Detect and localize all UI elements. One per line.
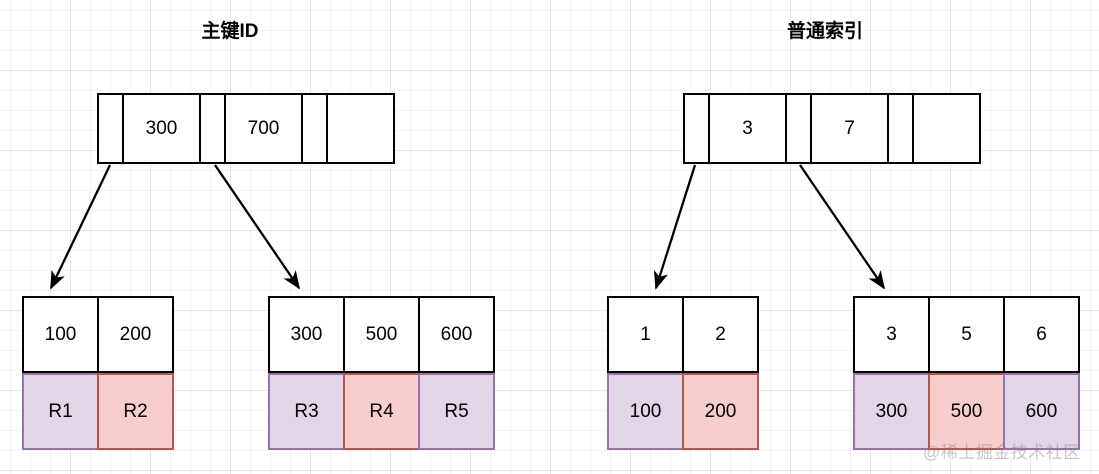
- connector-primary-right: [214, 164, 301, 290]
- leaf-key-cell: 6: [1003, 296, 1080, 373]
- leaf-key-row: 100 200: [22, 296, 174, 373]
- root-pointer-cell-0: [97, 93, 124, 164]
- leaf-record-cell: R2: [97, 373, 174, 450]
- primary-key-tree-title: 主键ID: [201, 21, 259, 42]
- leaf-key-cell: 3: [853, 296, 930, 373]
- leaf-key-row: 3 5 6: [853, 296, 1080, 373]
- leaf-record-row: R1 R2: [22, 373, 174, 450]
- connector-secondary-right: [799, 164, 886, 290]
- leaf-key-row: 300 500 600: [268, 296, 495, 373]
- leaf-key-cell: 2: [682, 296, 759, 373]
- connector-primary-left: [49, 164, 112, 290]
- root-pointer-cell-2: [301, 93, 328, 164]
- leaf-record-row: 100 200: [607, 373, 759, 450]
- leaf-record-cell: R3: [268, 373, 345, 450]
- leaf-record-row: 300 500 600: [853, 373, 1080, 450]
- leaf-key-row: 1 2: [607, 296, 759, 373]
- leaf-record-row: R3 R4 R5: [268, 373, 495, 450]
- root-cell-row: 3 7: [683, 93, 981, 164]
- root-key-cell-3: 3: [708, 93, 787, 164]
- primary-key-root-node: 300 700: [97, 93, 395, 164]
- root-pointer-cell-0: [683, 93, 710, 164]
- root-key-cell-700: 700: [224, 93, 303, 164]
- leaf-record-cell: 600: [1003, 373, 1080, 450]
- leaf-key-cell: 5: [928, 296, 1005, 373]
- secondary-index-leaf-left: 1 2 100 200: [607, 296, 759, 450]
- connector-secondary-left: [653, 164, 697, 290]
- leaf-record-cell: R1: [22, 373, 99, 450]
- root-cell-row: 300 700: [97, 93, 395, 164]
- secondary-index-tree-title: 普通索引: [786, 21, 863, 42]
- leaf-key-cell: 500: [343, 296, 420, 373]
- secondary-index-root-node: 3 7: [683, 93, 981, 164]
- root-key-cell-7: 7: [810, 93, 889, 164]
- watermark: @稀土掘金技术社区: [923, 443, 1081, 462]
- root-pointer-cell-1: [785, 93, 812, 164]
- root-key-cell-300: 300: [122, 93, 201, 164]
- root-pointer-cell-2: [887, 93, 914, 164]
- leaf-record-cell: 300: [853, 373, 930, 450]
- primary-key-leaf-left: 100 200 R1 R2: [22, 296, 174, 450]
- primary-key-leaf-right: 300 500 600 R3 R4 R5: [268, 296, 495, 450]
- leaf-record-cell: 200: [682, 373, 759, 450]
- root-empty-cell: [912, 93, 981, 164]
- root-pointer-cell-1: [199, 93, 226, 164]
- leaf-key-cell: 200: [97, 296, 174, 373]
- root-empty-cell: [326, 93, 395, 164]
- leaf-key-cell: 300: [268, 296, 345, 373]
- leaf-key-cell: 600: [418, 296, 495, 373]
- leaf-record-cell: 100: [607, 373, 684, 450]
- leaf-key-cell: 1: [607, 296, 684, 373]
- secondary-index-leaf-right: 3 5 6 300 500 600: [853, 296, 1080, 450]
- leaf-key-cell: 100: [22, 296, 99, 373]
- leaf-record-cell: R5: [418, 373, 495, 450]
- leaf-record-cell: R4: [343, 373, 420, 450]
